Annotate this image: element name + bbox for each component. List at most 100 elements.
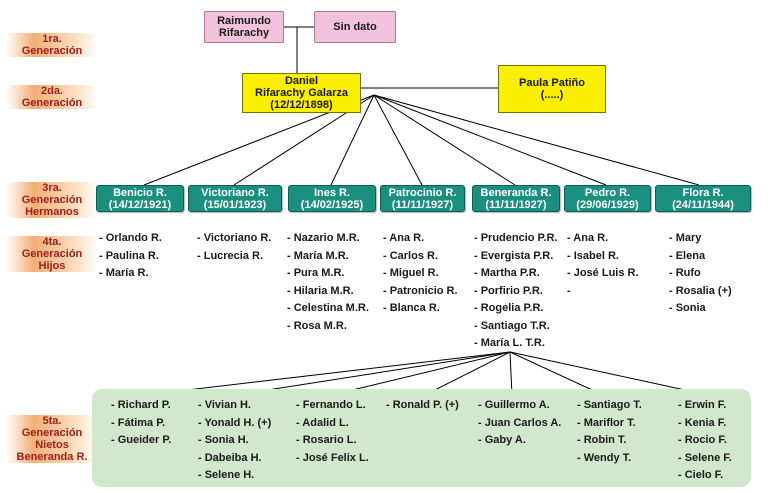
list-item: - Sonia xyxy=(669,302,706,314)
list-item: - Wendy T. xyxy=(577,451,632,464)
gen1-mother-box: Sin dato xyxy=(314,11,396,43)
children-list-4: - Ana R. - Carlos R. - Miguel R. - Patronic… xyxy=(383,230,458,318)
sibling-name: Benicio R. xyxy=(113,186,167,199)
list-item: - Erwin F. xyxy=(678,399,727,411)
sibling-name: Patrocinio R. xyxy=(388,186,457,199)
children-list-6: - Ana R. - Isabel R. - José Luis R. - xyxy=(567,230,639,300)
list-item: - Patronicio R. xyxy=(383,284,458,297)
list-item: - Victoriano R. xyxy=(197,232,272,244)
list-item: - Nazario M.R. xyxy=(287,232,360,244)
list-item: - Richard P. xyxy=(111,399,171,411)
sibling-box-5: Beneranda R.(11/11/1927) xyxy=(472,185,560,212)
sibling-date: (15/01/1923) xyxy=(203,198,267,211)
sibling-box-6: Pedro R.(29/06/1929) xyxy=(564,185,651,212)
gen2-mother-box: Paula Patiño(.....) xyxy=(498,65,606,113)
children-list-2: - Victoriano R. - Lucrecia R. xyxy=(197,230,271,265)
list-item: - Rosario L. xyxy=(296,434,357,446)
list-item: - Gueider P. xyxy=(111,434,172,446)
list-item: - Guillermo A. xyxy=(478,399,550,411)
grandchildren-panel xyxy=(92,389,751,487)
list-item: - Fernando L. xyxy=(296,399,366,411)
children-list-7: - Mary- Elena- Rufo- Rosalia (+)- Sonia xyxy=(669,230,732,318)
list-item: - Dabeiba H. xyxy=(198,451,262,464)
list-item: - Orlando R. xyxy=(99,232,162,244)
sibling-date: (29/06/1929) xyxy=(576,198,639,211)
list-item: - Fátima P. xyxy=(111,416,166,429)
list-item: - José Luis R. xyxy=(567,267,639,279)
sibling-box-3: Ines R.(14/02/1925) xyxy=(288,185,376,212)
sibling-box-7: Flora R.(24/11/1944) xyxy=(655,185,751,212)
children-list-3: - Nazario M.R.- María M.R.- Pura M.R.- H… xyxy=(287,230,369,335)
list-item: - Miguel R. xyxy=(383,267,439,279)
list-item: - Rocio F. xyxy=(678,434,727,446)
list-item: - Yonald H. (+) xyxy=(198,416,272,429)
list-item: - Gaby A. xyxy=(478,434,526,446)
sibling-box-2: Victoriano R.(15/01/1923) xyxy=(188,185,282,212)
list-item: - Cielo F. xyxy=(678,469,724,481)
list-item: - Ana R. xyxy=(567,232,609,244)
list-item: - Elena xyxy=(669,249,706,262)
sibling-box-1: Benicio R.(14/12/1921) xyxy=(96,185,184,212)
gen-label-2: 2da.Generación xyxy=(6,85,98,109)
list-item: - Isabel R. xyxy=(567,249,619,262)
list-item: - Robin T. xyxy=(577,434,627,446)
list-item: - Santiago T. xyxy=(577,399,642,411)
list-item: - Ana R. xyxy=(383,232,425,244)
children-list-5: - Prudencio P.R. - Evergista P.R. - Martha… xyxy=(474,230,558,353)
list-item: - María R. xyxy=(99,267,149,279)
list-item: - Celestina M.R. xyxy=(287,302,369,314)
list-item: - Kenia F. xyxy=(678,416,727,429)
grandchildren-list-3: - Fernando L. - Adalid L. - Rosario L. - Jo… xyxy=(296,397,369,467)
grandchildren-list-2: - Vivian H. - Yonald H. (+) - Sonia H. - Da… xyxy=(198,397,271,485)
children-list-1: - Orlando R. - Paulina R. - María R. xyxy=(99,230,162,283)
list-item: - Porfirio P.R. xyxy=(474,284,543,297)
sibling-date: (24/11/1944) xyxy=(672,198,734,211)
list-item: - Prudencio P.R. xyxy=(474,232,558,244)
list-item: - Ronald P. (+) xyxy=(386,399,459,411)
sibling-date: (14/02/1925) xyxy=(300,198,364,211)
list-item: - xyxy=(567,284,571,297)
list-item: - Lucrecia R. xyxy=(197,249,264,262)
grandchildren-list-1: - Richard P. - Fátima P. - Gueider P. xyxy=(111,397,171,450)
list-item: - Paulina R. xyxy=(99,249,159,262)
sibling-name: Victoriano R. xyxy=(201,186,269,199)
sibling-box-4: Patrocinio R.(11/11/1927) xyxy=(380,185,465,212)
list-item: - Mary xyxy=(669,232,702,244)
list-item: - Carlos R. xyxy=(383,249,439,262)
list-item: - Selene H. xyxy=(198,469,255,481)
list-item: - María L. T.R. xyxy=(474,337,545,349)
sibling-date: (14/12/1921) xyxy=(108,198,172,211)
sibling-name: Flora R. xyxy=(682,186,724,199)
sibling-name: Ines R. xyxy=(313,186,351,199)
grandchildren-list-7: - Erwin F. - Kenia F. - Rocio F. - Selene F… xyxy=(678,397,732,485)
list-item: - Sonia H. xyxy=(198,434,249,446)
list-item: - Rosa M.R. xyxy=(287,319,347,332)
sibling-name: Pedro R. xyxy=(584,186,631,199)
grandchildren-list-6: - Santiago T. - Mariflor T. - Robin T. - We… xyxy=(577,397,642,467)
list-item: - José Felix L. xyxy=(296,451,369,464)
list-item: - Pura M.R. xyxy=(287,267,345,279)
sibling-date: (11/11/1927) xyxy=(485,198,547,211)
list-item: - Adalid L. xyxy=(296,416,349,429)
sibling-name: Beneranda R. xyxy=(480,186,552,199)
list-item: - Evergista P.R. xyxy=(474,249,554,262)
list-item: - Vivian H. xyxy=(198,399,251,411)
list-item: - Selene F. xyxy=(678,451,732,464)
list-item: - Martha P.R. xyxy=(474,267,540,279)
list-item: - Hilaria M.R. xyxy=(287,284,354,297)
list-item: - Mariflor T. xyxy=(577,416,636,429)
list-item: - Rufo xyxy=(669,267,701,279)
list-item: - Blanca R. xyxy=(383,302,440,314)
list-item: - Santiago T.R. xyxy=(474,319,550,332)
list-item: - Juan Carlos A. xyxy=(478,416,562,429)
grandchildren-list-5: - Guillermo A. - Juan Carlos A. - Gaby A. xyxy=(478,397,561,450)
gen-label-1: 1ra.Generación xyxy=(6,33,98,57)
list-item: - Rogelia P.R. xyxy=(474,302,544,314)
grandchildren-list-4: - Ronald P. (+) xyxy=(386,397,459,415)
